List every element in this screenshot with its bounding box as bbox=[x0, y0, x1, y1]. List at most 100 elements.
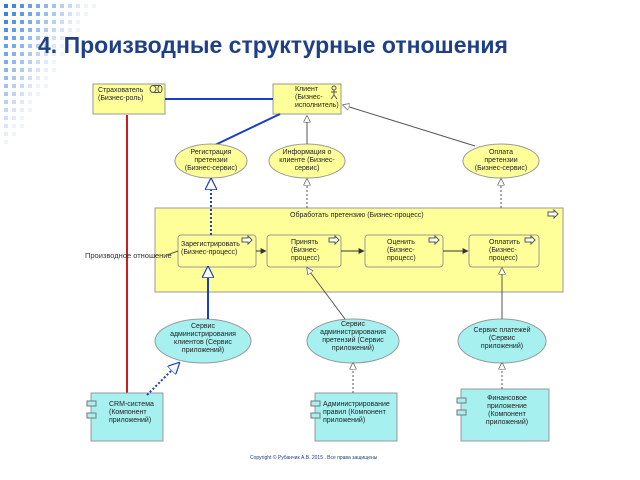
background-dot bbox=[20, 124, 24, 128]
background-dot bbox=[36, 12, 40, 16]
background-dot bbox=[36, 20, 40, 24]
background-dot bbox=[52, 28, 56, 32]
background-dot bbox=[76, 28, 80, 32]
background-dot bbox=[44, 52, 48, 56]
background-dot bbox=[36, 92, 40, 96]
accept-label: Принять (Бизнес- процесс) bbox=[291, 239, 320, 262]
insurer-role-box[interactable] bbox=[92, 83, 166, 115]
background-dot bbox=[12, 116, 16, 120]
background-dot bbox=[36, 68, 40, 72]
client-actor-box[interactable] bbox=[272, 83, 342, 115]
background-dot bbox=[28, 4, 32, 8]
background-dot bbox=[12, 4, 16, 8]
background-dot bbox=[20, 76, 24, 80]
background-dot bbox=[52, 12, 56, 16]
diagram-panel: Страхователь (Бизнес-роль) Клиент (Бизне… bbox=[75, 75, 570, 450]
background-dot bbox=[20, 36, 24, 40]
background-dot bbox=[76, 12, 80, 16]
background-dot bbox=[28, 28, 32, 32]
background-dot bbox=[12, 100, 16, 104]
finance-component-box[interactable] bbox=[460, 388, 550, 442]
crm-component-icon bbox=[86, 400, 97, 419]
background-dot bbox=[12, 84, 16, 88]
insurer-label: Страхователь (Бизнес-роль) bbox=[98, 87, 144, 102]
background-dot bbox=[4, 36, 8, 40]
client-label: Клиент (Бизнес- исполнитель) bbox=[295, 86, 339, 109]
background-dot bbox=[68, 44, 72, 48]
background-dot bbox=[60, 20, 64, 24]
background-dot bbox=[44, 84, 48, 88]
background-dot bbox=[44, 28, 48, 32]
background-dot bbox=[44, 68, 48, 72]
register-label: Зарегистрировать (Бизнес-процесс) bbox=[181, 241, 240, 256]
background-dot bbox=[4, 44, 8, 48]
background-dot bbox=[20, 84, 24, 88]
background-dot bbox=[12, 12, 16, 16]
background-dot bbox=[4, 84, 8, 88]
background-dot bbox=[12, 60, 16, 64]
background-dot bbox=[4, 20, 8, 24]
background-dot bbox=[28, 100, 32, 104]
evaluate-label: Оценить (Бизнес- процесс) bbox=[387, 239, 416, 262]
background-dot bbox=[28, 36, 32, 40]
background-dot bbox=[12, 36, 16, 40]
background-dot bbox=[68, 4, 72, 8]
background-dot bbox=[12, 124, 16, 128]
background-dot bbox=[4, 12, 8, 16]
finance-component-icon bbox=[456, 397, 467, 416]
background-dot bbox=[4, 100, 8, 104]
background-dot bbox=[28, 68, 32, 72]
clients-app-service-label: Сервис администрирования клиентов (Серви… bbox=[170, 323, 236, 354]
background-dot bbox=[68, 12, 72, 16]
process-container-arrow-icon bbox=[547, 208, 559, 220]
background-dot bbox=[36, 28, 40, 32]
claims-service-serves-accept bbox=[307, 268, 346, 320]
background-dot bbox=[60, 28, 64, 32]
background-dot bbox=[4, 140, 8, 144]
background-dot bbox=[12, 92, 16, 96]
background-dot bbox=[20, 20, 24, 24]
registration-label: Регистрация претензии (Бизнес-сервис) bbox=[184, 149, 238, 172]
archimate-diagram bbox=[86, 83, 564, 442]
background-dot bbox=[28, 60, 32, 64]
rules-component-box[interactable] bbox=[314, 392, 398, 442]
background-dot bbox=[12, 132, 16, 136]
background-dot bbox=[60, 52, 64, 56]
background-dot bbox=[20, 60, 24, 64]
clients-app-service-shape[interactable] bbox=[154, 318, 252, 364]
background-dot bbox=[20, 4, 24, 8]
background-dot bbox=[4, 76, 8, 80]
pay-process-box[interactable] bbox=[468, 234, 540, 268]
crm-component-box[interactable] bbox=[90, 392, 164, 442]
background-dot bbox=[4, 68, 8, 72]
background-dot bbox=[4, 92, 8, 96]
background-dot bbox=[20, 12, 24, 16]
accept-arrow-icon bbox=[328, 234, 340, 246]
payments-app-service-label: Сервис платежей (Сервис приложений) bbox=[473, 327, 531, 350]
pay-arrow-icon bbox=[524, 234, 536, 246]
background-dot bbox=[20, 116, 24, 120]
background-dot bbox=[44, 76, 48, 80]
background-dot bbox=[20, 92, 24, 96]
background-dot bbox=[36, 52, 40, 56]
background-dot bbox=[52, 52, 56, 56]
background-dot bbox=[44, 20, 48, 24]
background-dot bbox=[12, 44, 16, 48]
background-dot bbox=[36, 60, 40, 64]
payment-label: Оплата претензии (Бизнес-сервис) bbox=[474, 149, 528, 172]
payment-service-shape[interactable] bbox=[462, 143, 540, 179]
actor-icon bbox=[330, 85, 338, 100]
role-icon bbox=[149, 85, 163, 93]
background-dot bbox=[28, 76, 32, 80]
crm-realizes-clients-service bbox=[146, 363, 179, 396]
background-dot bbox=[44, 44, 48, 48]
background-dot bbox=[28, 12, 32, 16]
background-dot bbox=[4, 60, 8, 64]
background-dot bbox=[28, 108, 32, 112]
evaluate-arrow-icon bbox=[428, 234, 440, 246]
process-label: Обработать претензию (Бизнес-процесс) bbox=[290, 212, 424, 219]
background-dot bbox=[20, 100, 24, 104]
register-arrow-icon bbox=[241, 234, 253, 246]
background-dot bbox=[36, 44, 40, 48]
